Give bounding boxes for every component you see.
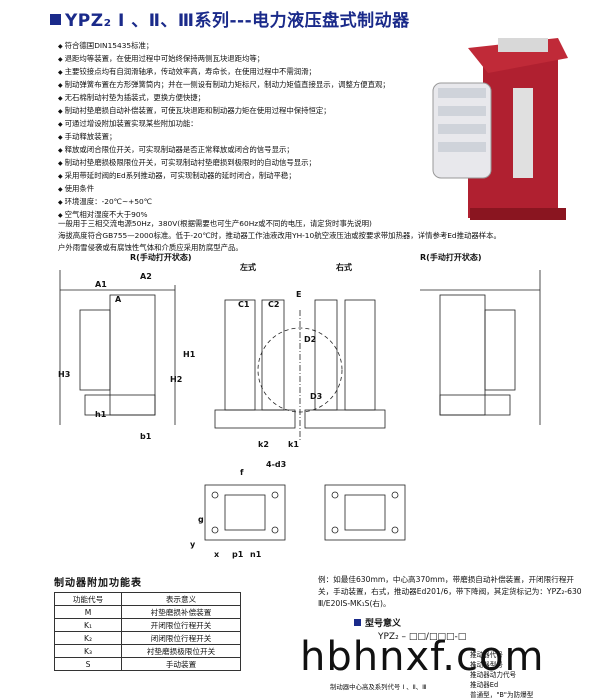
label-H1: H1 [183, 350, 196, 359]
label-k1: k1 [288, 440, 299, 449]
title-square-icon [50, 14, 61, 25]
label-right-type: 右式 [336, 263, 352, 272]
label-A2: A2 [140, 272, 152, 281]
order-example: 例：如最佳630mm，中心高370mm，带磨损自动补偿装置，开闭限行程开关，手动… [318, 575, 582, 608]
list-item: 符合德国DIN15435标准； [58, 40, 418, 53]
legend-item: 推动器动力代号 [470, 671, 517, 679]
list-item: 一般用于三相交流电源50Hz，380V(根据需要也可生产60Hz或不同的电压，请… [58, 219, 372, 228]
legend-item: 推动器代号 [470, 651, 503, 659]
label-H2: H2 [170, 375, 183, 384]
model-square-icon [354, 619, 361, 626]
label-C2: C2 [268, 300, 280, 309]
list-item: 户外雨雪侵袭或有腐蚀性气体和介质应采用防腐型产品。 [58, 243, 243, 252]
label-manual-open-right: R(手动打开状态) [420, 253, 482, 262]
label-x: x [214, 550, 220, 559]
label-A: A [115, 295, 122, 304]
label-E: E [296, 290, 302, 299]
column-header: 表示意义 [121, 592, 241, 606]
label-n1: n1 [250, 550, 262, 559]
watermark: hbhnxf.com [300, 634, 545, 680]
list-item: 释放或闭合限位开关，可实现制动器是否正常释放或闭合的信号显示； [58, 144, 418, 157]
list-item: 海拔高度符合GB755—2000标准。低于-20℃时，推动器工作油液改用YH-1… [58, 231, 501, 240]
model-bottom-note: 制动器中心高及系列代号 Ⅰ 、Ⅱ、Ⅲ [330, 683, 427, 691]
legend-item: 推动器型号 [470, 661, 503, 669]
technical-drawing [59, 270, 541, 541]
list-item: 采用带延时阀的Ed系列推动器，可实现制动器的延时闭合，制动平稳； [58, 170, 418, 183]
label-h1: h1 [95, 410, 107, 419]
column-header: 功能代号 [54, 592, 122, 606]
list-item: 主要铰接点均有自润滑轴承，传动效率高，寿命长，在使用过程中不需润滑； [58, 66, 418, 79]
brake-product-photo [432, 38, 568, 220]
list-item: 无石棉制动衬垫为插装式，更换方便快捷； [58, 92, 418, 105]
label-g: g [198, 515, 204, 524]
condition-list: 一般用于三相交流电源50Hz，380V(根据需要也可生产60Hz或不同的电压，请… [58, 218, 578, 254]
legend-item: 推动器Ed [470, 681, 499, 689]
model-legend: 推动器代号 推动器型号 推动器动力代号 推动器Ed 普通型，"B"为防爆型 [470, 650, 590, 700]
label-manual-open-left: R(手动打开状态) [130, 253, 192, 262]
list-item: 制动弹簧布置在方形弹簧筒内；并在一侧设有制动力矩标尺，制动力矩值直接显示，调整方… [58, 79, 418, 92]
list-item: 可通过增设附加装置实现某些附加功能： [58, 118, 418, 131]
list-item: 手动释放装置； [58, 131, 418, 144]
label-H3: H3 [58, 370, 71, 379]
page-title: YPZ₂ Ⅰ 、Ⅱ、Ⅲ系列---电力液压盘式制动器 [50, 6, 410, 31]
model-code: YPZ₂ – □□/□□□-□ [378, 632, 467, 642]
list-item: 制动衬垫磨损自动补偿装置，可使瓦块退距和制动器力矩在使用过程中保持恒定； [58, 105, 418, 118]
list-item: 空气相对湿度不大于90% [58, 209, 418, 222]
table-header-row: 功能代号 表示意义 [54, 592, 241, 606]
label-k2: k2 [258, 440, 269, 449]
table-title: 制动器附加功能表 [54, 578, 142, 589]
label-D3: D3 [310, 392, 323, 401]
label-A1: A1 [95, 280, 107, 289]
list-item: 环境温度：-20℃~+50℃ [58, 196, 418, 209]
label-f: f [240, 468, 244, 477]
model-title: 型号意义 [354, 616, 401, 629]
list-item: 制动衬垫磨损极限限位开关，可实现制动衬垫磨损到极限时的自动信号显示； [58, 157, 418, 170]
label-b1: b1 [140, 432, 152, 441]
label-d3: 4-d3 [266, 460, 287, 469]
list-item: 使用条件 [58, 183, 418, 196]
label-left-type: 左式 [240, 263, 256, 272]
label-D2: D2 [304, 335, 317, 344]
label-p1: p1 [232, 550, 244, 559]
feature-list: 符合德国DIN15435标准； 退距均等装置，在使用过程中可始终保持两侧瓦块退距… [58, 40, 418, 222]
label-C1: C1 [238, 300, 250, 309]
label-y: y [190, 540, 196, 549]
list-item: 退距均等装置，在使用过程中可始终保持两侧瓦块退距均等； [58, 53, 418, 66]
legend-item: 普通型，"B"为防爆型 [470, 691, 534, 699]
